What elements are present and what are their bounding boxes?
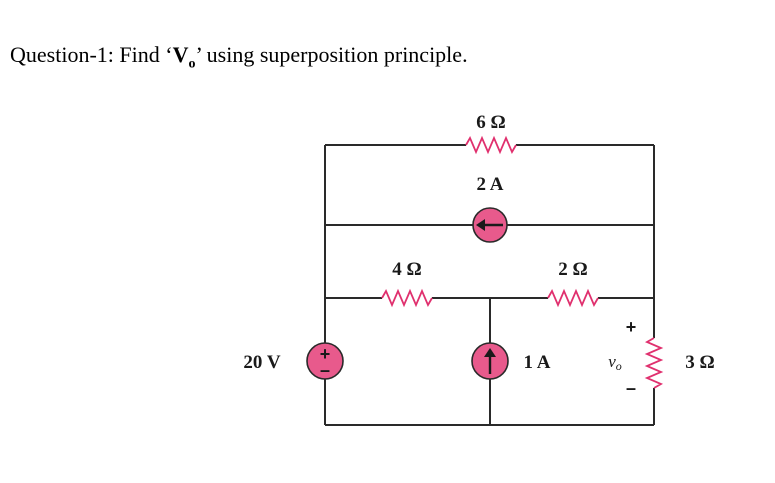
- current-source-1a: [471, 342, 509, 380]
- voltage-source-20v: + –: [306, 342, 344, 380]
- question-text: Question-1: Find ‘Vo’ using superpositio…: [10, 42, 468, 72]
- wires: [324, 144, 655, 426]
- vs-plus-sign: +: [320, 344, 331, 364]
- label-r-mid: 2 Ω: [558, 259, 587, 280]
- question-variable-sub: o: [188, 56, 196, 72]
- resistor-2ohm: [547, 288, 599, 308]
- label-r-top: 6 Ω: [476, 112, 505, 133]
- label-vo: vo: [608, 352, 622, 373]
- question-suffix: ’ using superposition principle.: [195, 42, 468, 67]
- resistor-3ohm: [644, 337, 664, 389]
- current-source-2a: [472, 207, 508, 243]
- label-cs-top: 2 A: [477, 174, 504, 195]
- vo-plus-sign: +: [626, 317, 637, 337]
- question-prefix: Question-1: Find ‘: [10, 42, 173, 67]
- label-vs: 20 V: [243, 352, 280, 373]
- label-r-left: 4 Ω: [392, 259, 421, 280]
- label-r-right: 3 Ω: [685, 352, 714, 373]
- question-variable: V: [172, 42, 189, 67]
- resistor-6ohm: [465, 135, 517, 155]
- resistor-4ohm: [381, 288, 433, 308]
- label-cs-bottom: 1 A: [524, 352, 551, 373]
- vs-minus-sign: –: [320, 360, 330, 380]
- vo-minus-sign: –: [626, 378, 636, 398]
